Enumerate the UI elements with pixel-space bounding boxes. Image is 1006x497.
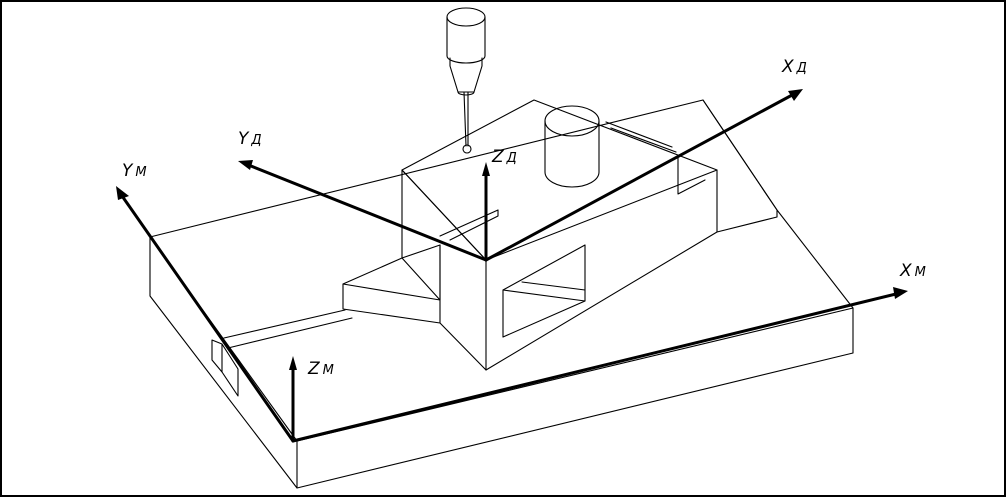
probe-body-top xyxy=(446,7,486,27)
probe-ball xyxy=(462,144,472,154)
probe-stylus-1 xyxy=(463,91,467,147)
part-window-inner-2 xyxy=(521,281,586,291)
machine-z-arrowhead xyxy=(289,356,297,370)
probe-cone xyxy=(449,57,483,93)
table-groove-2 xyxy=(227,317,353,349)
part-z-arrowhead xyxy=(482,162,490,176)
probe-neck xyxy=(457,91,475,96)
table-left-side xyxy=(149,236,298,489)
part-step-front xyxy=(342,283,441,324)
table-top-face xyxy=(149,99,854,442)
part-top-face xyxy=(401,99,718,261)
part-front-lower xyxy=(439,244,487,371)
part-right-notch xyxy=(677,154,706,195)
machine-y-arrowhead xyxy=(116,186,129,200)
part-y-arrowhead xyxy=(238,160,253,170)
part-y-axis xyxy=(244,162,488,262)
machine-table xyxy=(149,99,854,489)
part-step-edge xyxy=(401,257,441,301)
part-window-outer xyxy=(502,244,586,338)
machine-x-arrowhead xyxy=(893,287,908,299)
machine-axes xyxy=(116,186,908,443)
part-x-arrowhead xyxy=(788,89,803,101)
boss-body xyxy=(544,120,600,188)
workpiece xyxy=(342,99,718,371)
pallet-step-right xyxy=(702,99,778,233)
part-x-axis xyxy=(484,92,796,262)
measuring-probe xyxy=(446,7,486,154)
part-axes xyxy=(238,89,803,262)
part-window-inner xyxy=(502,289,586,302)
boss-top xyxy=(544,105,600,137)
machine-y-axis xyxy=(118,191,295,443)
table-groove-1 xyxy=(223,309,346,339)
part-step-top xyxy=(342,244,441,301)
part-right-face xyxy=(485,169,718,371)
pallet-edge-back xyxy=(605,121,673,148)
table-side-slot xyxy=(211,339,239,397)
pallet-edge-back-2 xyxy=(610,127,677,153)
machine-x-axis xyxy=(291,291,902,443)
probe-body xyxy=(446,16,486,64)
part-front-top-edge xyxy=(401,169,487,261)
part-top-notch xyxy=(439,209,499,241)
table-front-side xyxy=(296,307,854,489)
